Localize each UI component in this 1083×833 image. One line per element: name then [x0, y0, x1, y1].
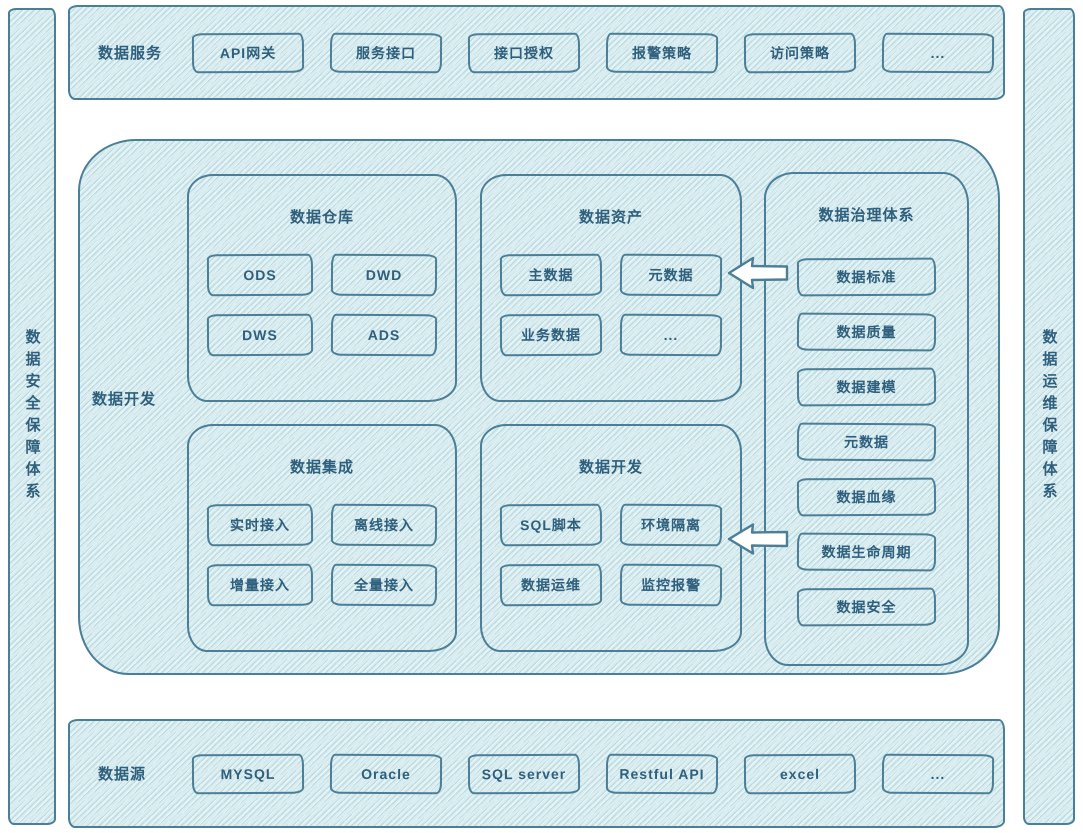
node-dws: DWS [206, 313, 314, 357]
node-master-data: 主数据 [499, 253, 603, 297]
node-monitoring-alert: 监控报警 [619, 563, 723, 607]
node-excel: excel [743, 753, 857, 794]
data-source-layer: 数据源 MYSQL Oracle SQL server Restful API … [68, 719, 1005, 828]
data-development-label: 数据开发 [92, 391, 157, 408]
node-service-more: ... [881, 32, 995, 73]
node-business-data: 业务数据 [499, 313, 603, 357]
node-data-quality: 数据质量 [796, 312, 937, 352]
node-assets-more: ... [619, 313, 723, 357]
node-sql-script: SQL脚本 [499, 503, 603, 547]
assets-grid: 主数据 元数据 业务数据 ... [499, 253, 723, 357]
security-assurance-label: 数据安全保障体系 [23, 328, 41, 505]
node-alert-policy: 报警策略 [605, 32, 719, 73]
node-data-operations: 数据运维 [499, 563, 603, 607]
security-assurance-bar: 数据安全保障体系 [8, 8, 56, 825]
group-data-integration: 数据集成 实时接入 离线接入 增量接入 全量接入 [187, 424, 457, 652]
node-dwd: DWD [330, 253, 438, 297]
node-sql-server: SQL server [467, 753, 581, 794]
node-data-security: 数据安全 [796, 587, 937, 627]
source-node-row: MYSQL Oracle SQL server Restful API exce… [191, 753, 995, 794]
ops-assurance-label: 数据运维保障体系 [1040, 328, 1058, 505]
group-data-warehouse: 数据仓库 ODS DWD DWS ADS [187, 174, 457, 402]
node-access-policy: 访问策略 [743, 32, 857, 73]
node-restful-api: Restful API [605, 753, 719, 794]
node-meta-data: 元数据 [619, 253, 723, 297]
governance-column: 数据标准 数据质量 数据建模 元数据 数据血缘 数据生命周期 数据安全 [796, 257, 937, 627]
node-data-lineage: 数据血缘 [796, 477, 937, 517]
node-source-more: ... [881, 753, 995, 794]
data-assets-title: 数据资产 [578, 209, 643, 226]
node-data-lifecycle: 数据生命周期 [796, 532, 937, 572]
development-grid: SQL脚本 环境隔离 数据运维 监控报警 [499, 503, 723, 607]
node-oracle: Oracle [329, 753, 443, 794]
service-node-row: API网关 服务接口 接口授权 报警策略 访问策略 ... [191, 32, 995, 73]
left-arrow-icon [727, 523, 789, 555]
group-data-assets: 数据资产 主数据 元数据 业务数据 ... [480, 174, 742, 402]
node-data-modeling: 数据建模 [796, 367, 937, 407]
node-service-interface: 服务接口 [329, 32, 443, 73]
node-metadata: 元数据 [796, 422, 937, 462]
data-service-layer: 数据服务 API网关 服务接口 接口授权 报警策略 访问策略 ... [68, 5, 1005, 100]
group-data-governance: 数据治理体系 数据标准 数据质量 数据建模 元数据 数据血缘 数据生命周期 数据… [764, 172, 969, 666]
node-interface-authorization: 接口授权 [467, 32, 581, 73]
node-offline-ingest: 离线接入 [330, 503, 438, 547]
data-source-label: 数据源 [98, 766, 147, 783]
node-environment-isolation: 环境隔离 [619, 503, 723, 547]
data-governance-title: 数据治理体系 [818, 207, 915, 224]
node-data-standard: 数据标准 [796, 257, 937, 297]
arrow-governance-to-development [725, 519, 791, 559]
ops-assurance-bar: 数据运维保障体系 [1023, 8, 1075, 825]
node-api-gateway: API网关 [191, 32, 305, 73]
node-realtime-ingest: 实时接入 [206, 503, 314, 547]
node-incremental-ingest: 增量接入 [206, 563, 314, 607]
warehouse-grid: ODS DWD DWS ADS [206, 253, 438, 357]
data-service-label: 数据服务 [98, 45, 163, 62]
node-mysql: MYSQL [191, 753, 305, 794]
data-development-container: 数据开发 数据仓库 ODS DWD DWS ADS 数据资产 主数据 元数据 业… [78, 139, 1000, 675]
node-ods: ODS [206, 253, 314, 297]
node-full-ingest: 全量接入 [330, 563, 438, 607]
node-ads: ADS [330, 313, 438, 357]
integration-grid: 实时接入 离线接入 增量接入 全量接入 [206, 503, 438, 607]
arrow-governance-to-assets [725, 253, 791, 293]
data-development-group-title: 数据开发 [578, 459, 643, 476]
group-data-development: 数据开发 SQL脚本 环境隔离 数据运维 监控报警 [480, 424, 742, 652]
data-integration-title: 数据集成 [289, 459, 354, 476]
left-arrow-icon [727, 256, 789, 290]
data-warehouse-title: 数据仓库 [289, 209, 354, 226]
